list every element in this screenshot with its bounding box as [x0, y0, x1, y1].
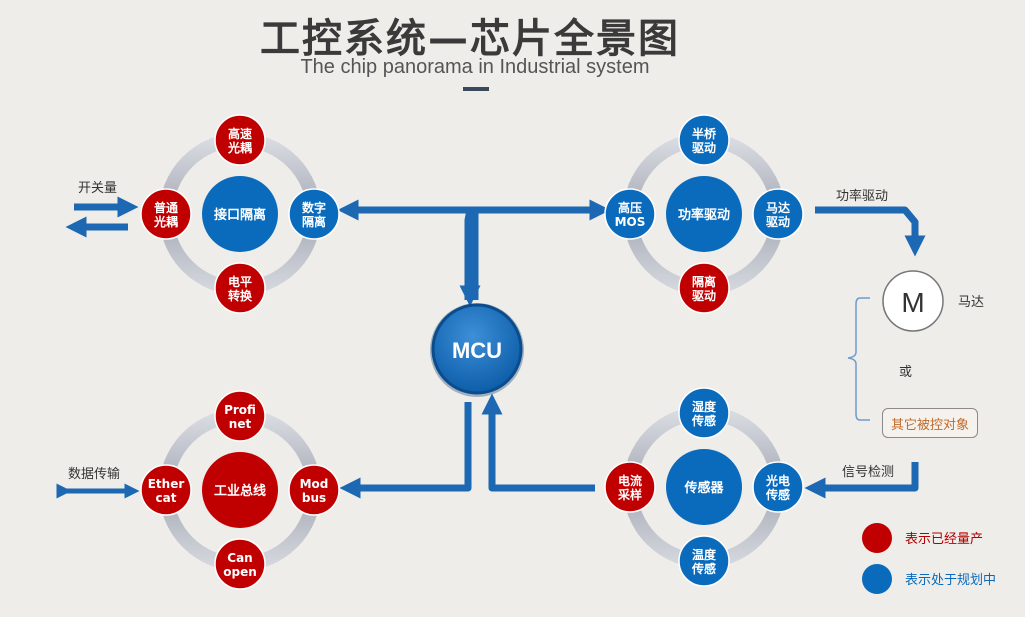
motor-symbol: M [901, 287, 924, 318]
legend-planned-text: 表示处于规划中 [905, 573, 996, 588]
bus-node-right-label: bus [302, 491, 326, 505]
legend-produced-dot [862, 523, 892, 553]
bus-node-left-label: Ether [148, 477, 185, 491]
sensor-node-top-label: 传感 [691, 413, 716, 428]
sensor-node-bottom-label: 温度 [692, 547, 717, 562]
sensor-node-top-label: 湿度 [692, 399, 717, 414]
bus-node-left-label: cat [156, 491, 177, 505]
sensor-node-left-label: 电流 [618, 473, 642, 488]
sensor-node-bottom-label: 传感 [691, 561, 716, 576]
motor-label: 马达 [958, 295, 984, 310]
bus-center-node [202, 452, 278, 528]
sensor-node-left-label: 采样 [617, 487, 642, 502]
interface-center-label: 接口隔离 [214, 207, 266, 223]
legend-produced-text: 表示已经量产 [905, 532, 983, 547]
interface-node-top-label: 高速 [228, 126, 252, 141]
power-node-bottom-label: 隔离 [692, 274, 716, 289]
power-node-right [752, 188, 804, 240]
interface-center-node [202, 176, 278, 252]
power-node-right-label: 驱动 [766, 215, 790, 229]
bus-node-right [288, 464, 340, 516]
mcu-chip: MCU [430, 303, 524, 397]
bus-node-top-label: net [229, 417, 252, 431]
sensor-node-left [604, 461, 656, 513]
mcu-label: MCU [452, 338, 502, 363]
arrow-sensor-to-mcu [481, 393, 595, 492]
bus-center-label: 工业总线 [214, 483, 266, 499]
power-node-top [678, 114, 730, 166]
arrow-mcu-to-bus [339, 402, 472, 499]
interface-node-left [140, 188, 192, 240]
sensor-center-node [666, 449, 742, 525]
connectors [56, 196, 926, 499]
sensor-node-bottom [678, 535, 730, 587]
power-node-left [604, 188, 656, 240]
power-node-top-label: 半桥 [692, 126, 717, 141]
interface-node-right [288, 188, 340, 240]
arrow-mcu-to-power [464, 199, 611, 300]
power-center-label: 功率驱动 [678, 207, 730, 223]
power-node-bottom [678, 262, 730, 314]
power-node-left-label: MOS [615, 215, 646, 229]
interface-node-right-label: 数字 [302, 200, 326, 215]
signal-detect-label: 信号检测 [842, 465, 894, 480]
brace [847, 297, 870, 421]
arrow-mcu-to-interface [337, 199, 479, 300]
sensor-node-right-label: 光电 [765, 473, 790, 488]
or-text: 或 [899, 365, 912, 380]
interface-node-left-label: 普通 [154, 200, 178, 215]
sensor-node-top [678, 387, 730, 439]
power-node-top-label: 驱动 [692, 141, 716, 155]
interface-node-left-label: 光耦 [153, 214, 178, 229]
sensor-node-right-label: 传感 [765, 487, 790, 502]
bus-node-bottom [214, 538, 266, 590]
interface-node-top [214, 114, 266, 166]
bus-node-bottom-label: open [223, 565, 257, 579]
motor: M 马达 [882, 270, 984, 332]
power-drive-label: 功率驱动 [836, 188, 888, 204]
interface-node-bottom-label: 电平 [228, 274, 252, 289]
legend-planned-dot [862, 564, 892, 594]
power-node-bottom-label: 驱动 [692, 289, 716, 303]
arrow-power-to-motor [815, 206, 926, 257]
arrow-object-to-sensor [804, 462, 919, 499]
sensor-center-label: 传感器 [683, 480, 724, 496]
interface-node-bottom-label: 转换 [228, 288, 253, 303]
page-subtitle: The chip panorama in Industrial system [300, 56, 650, 78]
page-title: 工控系统—芯片全景图 [260, 16, 680, 62]
bus-node-top [214, 390, 266, 442]
power-node-left-label: 高压 [618, 200, 642, 215]
bus-node-bottom-label: Can [227, 551, 252, 565]
bus-node-left [140, 464, 192, 516]
interface-node-bottom [214, 262, 266, 314]
interface-node-right-label: 隔离 [302, 214, 326, 229]
title-underline [463, 87, 489, 91]
legend: 表示已经量产 表示处于规划中 [862, 523, 996, 594]
power-center-node [666, 176, 742, 252]
digital-io-label: 开关量 [78, 181, 117, 196]
other-controlled-object: 其它被控对象 [882, 408, 978, 438]
sensor-node-right [752, 461, 804, 513]
data-transfer-label: 数据传输 [68, 466, 120, 482]
bus-node-right-label: Mod [300, 477, 329, 491]
interface-node-top-label: 光耦 [227, 140, 252, 155]
power-node-right-label: 马达 [766, 200, 790, 215]
bus-node-top-label: Profi [224, 403, 256, 417]
